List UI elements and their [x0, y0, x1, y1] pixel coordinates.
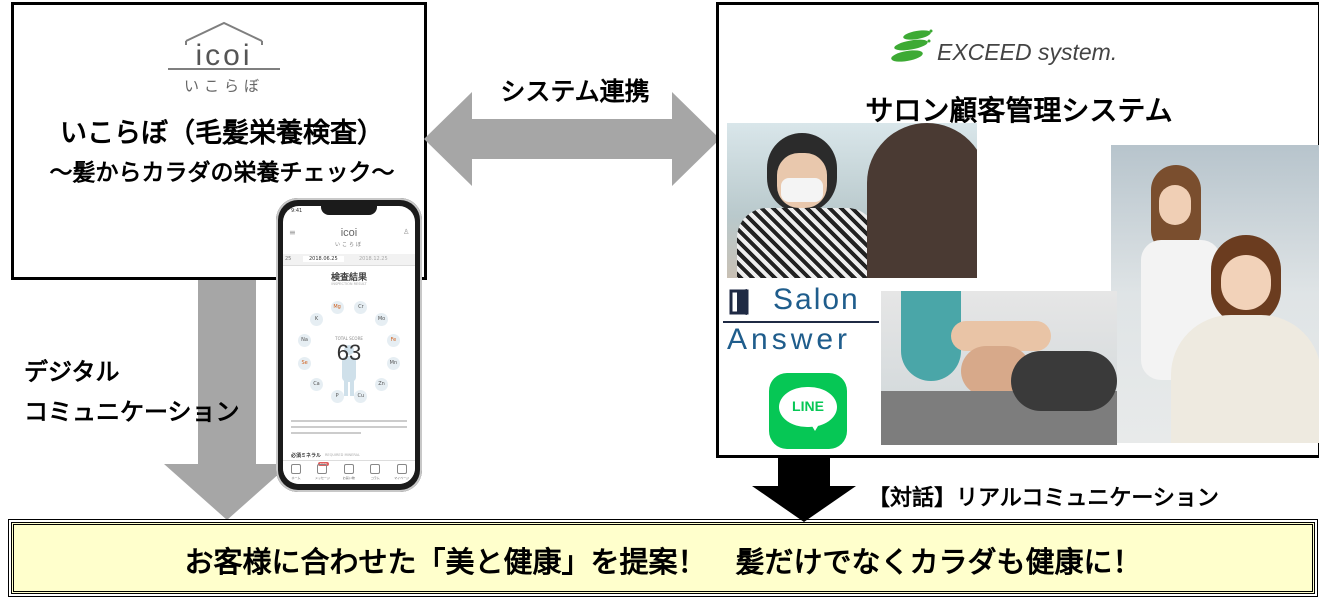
date-tab-1[interactable]: 2018.06.25	[303, 256, 344, 262]
nav-icon	[397, 464, 407, 474]
salon-answer-logo: Salon Answer	[723, 285, 879, 361]
phone-description	[291, 416, 407, 438]
left-panel-subtitle: ～髪からカラダの栄養チェック～	[20, 153, 424, 187]
phone-logo-sub: いこらぼ	[329, 241, 369, 248]
bottom-banner: お客様に合わせた「美と健康」を提案！ 髪だけでなくカラダも健康に！	[11, 522, 1315, 594]
nav-item-3[interactable]: コラム	[362, 464, 388, 480]
left-panel-title: いこらぼ（毛髪栄養検査）	[20, 111, 424, 150]
nav-icon	[317, 464, 327, 474]
phone-time: 9:41	[291, 208, 302, 214]
phone-user-icon[interactable]: ♙	[403, 228, 409, 236]
system-link-label: システム連携	[480, 72, 670, 108]
digital-label-line-1: デジタル	[24, 352, 274, 392]
photo-stylist-consultation	[727, 123, 977, 278]
nav-label: メッセージ	[309, 476, 335, 480]
nav-item-1[interactable]: メッセージ	[309, 464, 335, 480]
mineral-mg[interactable]: Mg	[331, 301, 344, 314]
phone-notch	[321, 206, 377, 215]
mineral-k[interactable]: K	[310, 313, 323, 326]
exceed-brand: EXCEED system.	[937, 39, 1117, 66]
digital-label-line-2: コミュニケーション	[24, 392, 274, 432]
exceed-swoosh-icon	[891, 27, 935, 67]
mineral-na[interactable]: Na	[298, 334, 311, 347]
right-panel: EXCEED system. サロン顧客管理システム Salon Answer	[716, 2, 1319, 458]
mineral-zn[interactable]: Zn	[375, 378, 388, 391]
banner-text: お客様に合わせた「美と健康」を提案！ 髪だけでなくカラダも健康に！	[14, 539, 1312, 581]
door-icon	[729, 289, 753, 315]
phone-screen: 9:41 ≡ ♙ icoi いこらぼ 25 2018.06.25 2018.12…	[283, 206, 415, 484]
answer-label: Answer	[727, 323, 851, 357]
mineral-fe[interactable]: Fe	[387, 334, 400, 347]
real-communication-down-arrow	[752, 458, 856, 522]
nav-item-2[interactable]: お買い物	[336, 464, 362, 480]
phone-bottom-nav: NEW ホームメッセージお買い物コラムマイページ	[283, 460, 415, 484]
logo-mark: icoi	[164, 39, 284, 73]
nav-label: マイページ	[389, 476, 415, 480]
nav-label: コラム	[362, 476, 388, 480]
nav-label: お買い物	[336, 476, 362, 480]
phone-mockup: 9:41 ≡ ♙ icoi いこらぼ 25 2018.06.25 2018.12…	[276, 198, 422, 492]
section-sub: REQUIRED MINERAL	[325, 453, 360, 457]
phone-logo-mark: icoi	[329, 227, 369, 239]
mineral-mo[interactable]: Mo	[375, 313, 388, 326]
digital-communication-label: デジタル コミュニケーション	[24, 352, 274, 432]
date-tab-0[interactable]: 25	[285, 256, 291, 262]
photo-hair-wash	[881, 291, 1117, 445]
phone-menu-icon[interactable]: ≡	[289, 228, 296, 237]
salon-label: Salon	[773, 283, 860, 317]
nav-item-4[interactable]: マイページ	[389, 464, 415, 480]
nav-icon	[291, 464, 301, 474]
date-tab-2[interactable]: 2018.12.25	[359, 256, 388, 262]
nav-icon	[344, 464, 354, 474]
phone-date-tabs: 25 2018.06.25 2018.12.25	[283, 254, 415, 266]
icoi-logo: icoi いこらぼ	[164, 15, 284, 97]
section-title: 必須ミネラル	[291, 452, 321, 459]
nav-icon	[370, 464, 380, 474]
nav-label: ホーム	[283, 476, 309, 480]
mineral-p[interactable]: P	[331, 390, 344, 403]
nav-item-0[interactable]: ホーム	[283, 464, 309, 480]
photo-salon-styling	[1111, 145, 1319, 443]
logo-sub: いこらぼ	[164, 75, 284, 96]
result-sub: INSPECTION RESULT	[283, 282, 415, 286]
real-communication-label: 【対話】リアルコミュニケーション	[868, 480, 1219, 512]
mineral-ca[interactable]: Ca	[310, 378, 323, 391]
line-app-icon: LINE	[769, 373, 847, 449]
exceed-logo: EXCEED system.	[891, 27, 1151, 67]
line-label: LINE	[779, 398, 837, 414]
